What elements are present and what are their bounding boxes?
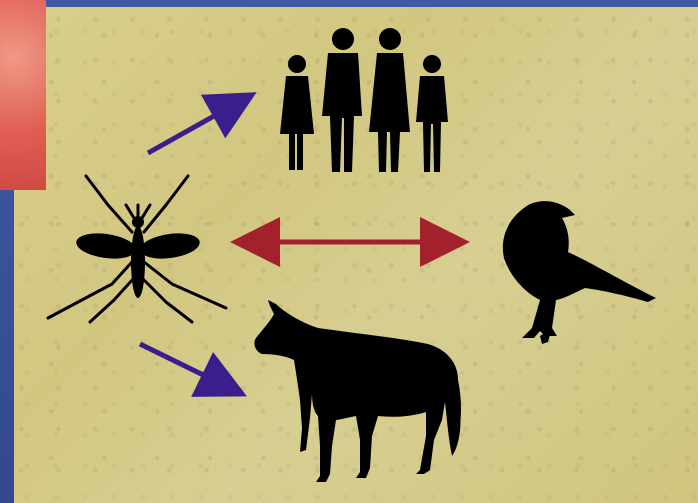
- people-icon: [280, 28, 448, 172]
- arrow-mosquito-to-horse: [140, 344, 238, 392]
- crow-icon: [503, 201, 656, 344]
- mosquito-icon: [48, 176, 226, 322]
- horse-icon: [254, 300, 461, 482]
- arrow-mosquito-to-people: [148, 97, 248, 153]
